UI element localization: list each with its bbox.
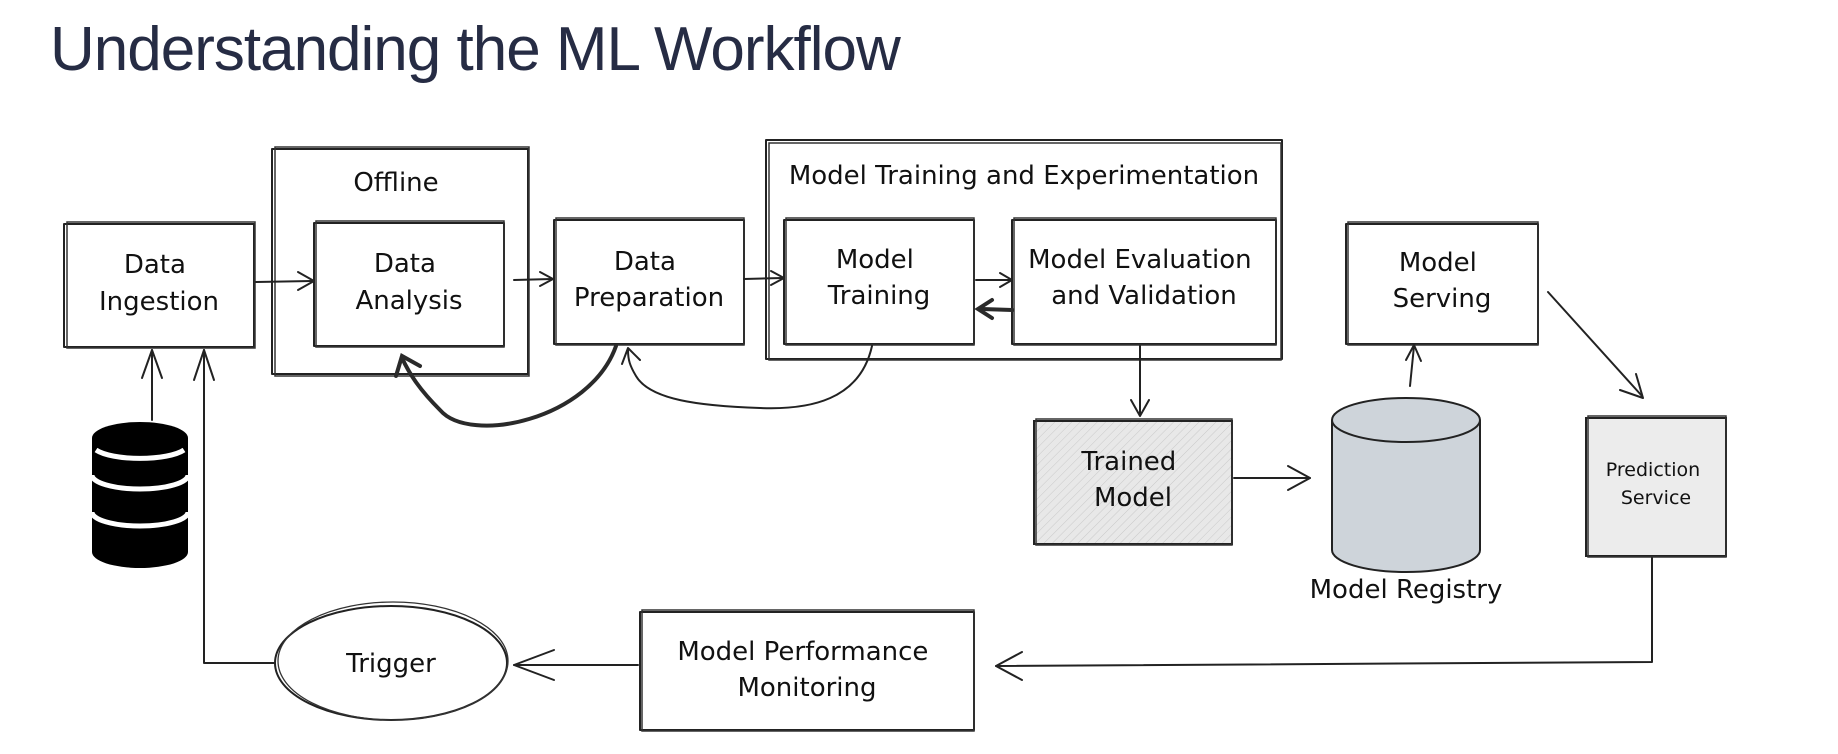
arrow-serving-to-prediction [1547, 291, 1643, 397]
arrow-analysis-to-preparation [513, 278, 553, 281]
data-preparation-node: Data Preparation [553, 217, 745, 346]
data-ingestion-line-1: Data [124, 250, 186, 280]
svg-text:Data Ingestion: Data Ingestion [99, 250, 219, 317]
data-analysis-line-2: Analysis [355, 286, 462, 316]
svg-text:Model Evaluation and Val: Model Evaluation and Validation [1028, 245, 1260, 311]
model-serving-line-1: Model [1399, 248, 1477, 278]
trained-model-line-1: Trained [1080, 447, 1176, 477]
offline-group: Offline [271, 146, 530, 377]
model-training-node: Model Training [783, 217, 975, 346]
svg-text:Model Serving: Model Serving [1393, 248, 1492, 314]
data-preparation-line-2: Preparation [574, 283, 724, 313]
model-training-line-1: Model [836, 245, 914, 275]
model-registry-label: Model Registry [1310, 575, 1503, 605]
arrow-ingestion-to-analysis [255, 280, 313, 283]
connector-arrows [141, 270, 1653, 681]
prediction-service-line-2: Service [1621, 487, 1691, 509]
model-serving-node: Model Serving [1345, 221, 1539, 346]
monitoring-line-2: Monitoring [737, 673, 876, 703]
data-ingestion-node: Data Ingestion [63, 221, 256, 349]
data-preparation-line-1: Data [614, 247, 676, 277]
prediction-service-node: Prediction Service [1585, 415, 1727, 558]
model-evaluation-line-2: and Validation [1051, 281, 1237, 311]
model-serving-line-2: Serving [1393, 284, 1492, 314]
prediction-service-line-1: Prediction [1606, 459, 1700, 481]
arrow-trigger-to-ingestion [203, 349, 275, 664]
svg-text:Trained Model: Trained Model [1080, 447, 1184, 513]
model-training-line-2: Training [827, 281, 931, 311]
svg-text:Data Preparation: Data Preparation [574, 247, 724, 313]
svg-text:Model Performance Monito: Model Performance Monitoring [677, 637, 936, 703]
trained-model-line-2: Model [1094, 483, 1172, 513]
arrow-registry-to-serving [1409, 345, 1415, 387]
arrow-preparation-to-analysis [400, 344, 618, 428]
model-performance-monitoring-node: Model Performance Monitoring [639, 609, 975, 732]
arrow-prediction-to-monitoring [995, 557, 1653, 667]
svg-text:Data Analysis: Data Analysis [355, 249, 462, 316]
model-evaluation-line-1: Model Evaluation [1028, 245, 1252, 275]
svg-text:Prediction Service: Prediction Service [1606, 459, 1706, 509]
offline-group-label: Offline [353, 168, 438, 198]
page-title: Understanding the ML Workflow [50, 15, 901, 84]
database-icon [89, 422, 191, 568]
arrow-preparation-to-training [743, 277, 783, 280]
cylinder-icon [1331, 420, 1481, 573]
trigger-label: Trigger [345, 649, 436, 679]
data-analysis-node: Data Analysis [313, 220, 505, 348]
svg-text:Model Training: Model Training [827, 245, 931, 311]
data-analysis-line-1: Data [374, 249, 436, 279]
training-experimentation-group-label: Model Training and Experimentation [789, 161, 1259, 191]
data-ingestion-line-2: Ingestion [99, 287, 219, 317]
model-evaluation-node: Model Evaluation and Validation [1011, 217, 1277, 346]
trained-model-node: Trained Model [1033, 418, 1233, 546]
training-experimentation-group: Model Training and Experimentation [765, 139, 1283, 361]
arrow-evaluation-to-training [980, 307, 1014, 312]
model-registry-node: Model Registry [1310, 397, 1503, 605]
monitoring-line-1: Model Performance [677, 637, 928, 667]
trigger-node: Trigger [274, 601, 509, 721]
arrow-training-to-preparation [627, 345, 873, 410]
